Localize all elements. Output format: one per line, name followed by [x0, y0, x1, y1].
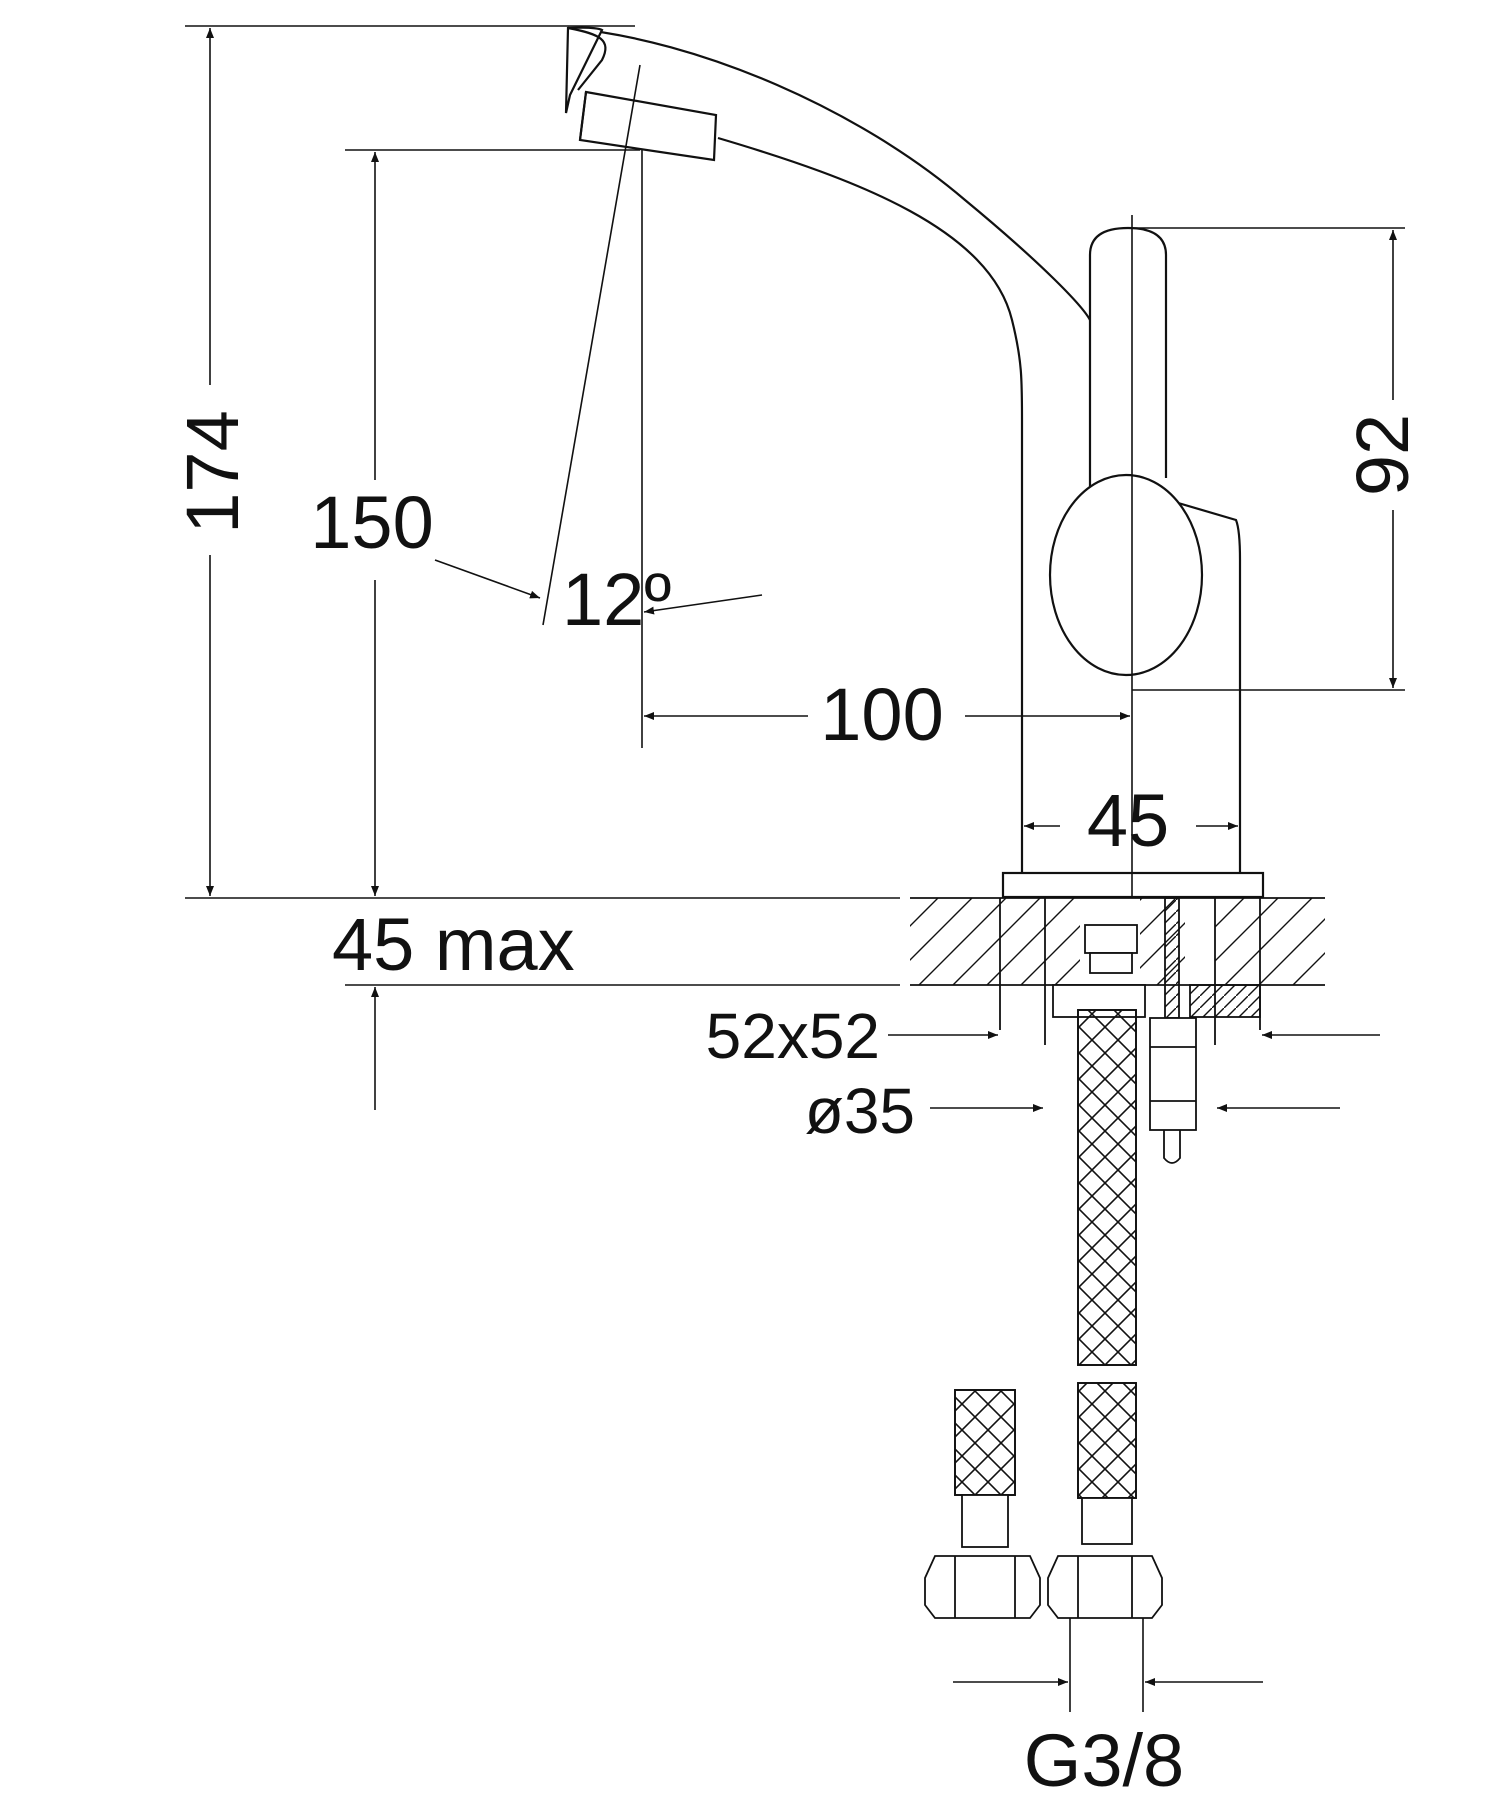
- spout-top-edge: [567, 26, 1091, 321]
- spout-bottom-edge: [717, 136, 1024, 873]
- dim-overall-height: 174: [171, 410, 254, 533]
- base-flange: [1001, 871, 1265, 899]
- spout-tip: [564, 26, 604, 114]
- dim-spout-height: 150: [310, 481, 433, 564]
- dim-hole-diameter: ø35: [805, 1075, 915, 1147]
- fixing-stud: [1149, 897, 1197, 1164]
- handle-lever: [1088, 226, 1168, 478]
- dim-counter-thickness: 45 max: [332, 903, 575, 986]
- dimension-lines: [185, 25, 1405, 1712]
- dim-connection-thread: G3/8: [1024, 1719, 1184, 1796]
- hose-secondary: [924, 1389, 1041, 1619]
- handle-disc: [1048, 473, 1204, 677]
- faucet-outline: [564, 26, 1265, 899]
- dim-spout-angle: 12º: [562, 558, 671, 641]
- dim-body-width: 45: [1087, 779, 1169, 862]
- dim-reach: 100: [820, 673, 943, 756]
- dim-handle-height: 92: [1341, 414, 1424, 496]
- dim-hole-square: 52x52: [706, 1000, 880, 1072]
- hose-main: [1047, 924, 1163, 1619]
